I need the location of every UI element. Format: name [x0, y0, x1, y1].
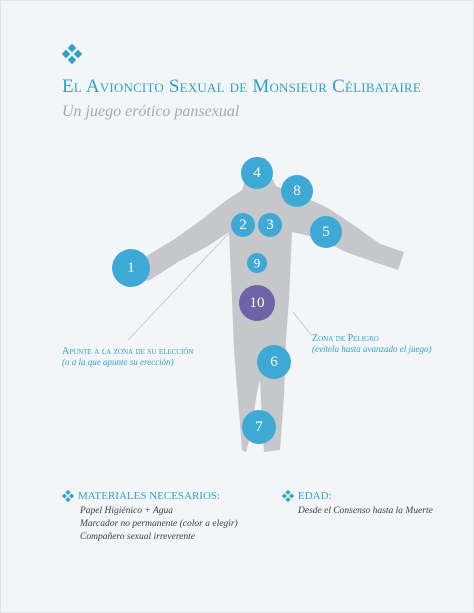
- zone-2-circle: [231, 213, 255, 237]
- zone-9-circle: [247, 253, 267, 273]
- aim-heading: Apunte a la zona de su elección: [62, 346, 194, 357]
- aim-annotation: Apunte a la zona de su elección (o a la …: [62, 346, 194, 368]
- materials-list: Papel Higiénico + Agua Marcador no perma…: [80, 505, 238, 544]
- zone-4-circle: [241, 157, 273, 189]
- diamond-cluster-icon: [62, 44, 82, 64]
- zone-circles: [112, 157, 342, 444]
- danger-annotation: Zona de Peligro (evítela hasta avanzado …: [312, 333, 431, 355]
- zone-3-circle: [258, 213, 282, 237]
- zone-4-number: 4: [253, 165, 261, 181]
- materials-item: Marcador no permanente (color a elegir): [80, 519, 238, 529]
- page-title: El Avioncito Sexual de Monsieur Célibata…: [62, 76, 422, 97]
- diamond-cluster-icon: [282, 490, 294, 502]
- zone-2-number: 2: [239, 217, 247, 233]
- zone-5-number: 5: [322, 224, 330, 240]
- zone-8-circle: [281, 175, 313, 207]
- zone-3-number: 3: [266, 217, 274, 233]
- page-subtitle: Un juego erótico pansexual: [62, 103, 240, 120]
- materials-item: Papel Higiénico + Agua: [80, 506, 174, 516]
- zone-5-circle: [310, 216, 342, 248]
- zone-1-number: 1: [127, 260, 135, 276]
- zone-1-circle: [112, 249, 150, 287]
- age-heading: EDAD:: [282, 490, 332, 502]
- age-heading-label: EDAD:: [298, 490, 332, 502]
- danger-heading: Zona de Peligro: [312, 333, 379, 344]
- zone-6-number: 6: [270, 354, 278, 370]
- zone-6-circle: [257, 345, 291, 379]
- age-list: Desde el Consenso hasta la Muerte: [298, 505, 433, 518]
- aim-pointer-line: [127, 231, 231, 341]
- age-value: Desde el Consenso hasta la Muerte: [298, 506, 433, 516]
- zone-8-number: 8: [293, 183, 301, 199]
- materials-heading: MATERIALES NECESARIOS:: [62, 490, 220, 502]
- danger-pointer-line: [292, 311, 313, 337]
- zone-7-circle: [242, 410, 276, 444]
- zone-7-number: 7: [255, 419, 263, 435]
- aim-note: (o a la que apunte su erección): [62, 357, 174, 367]
- materials-heading-label: MATERIALES NECESARIOS:: [78, 490, 221, 502]
- zone-10-circle: [239, 285, 275, 321]
- materials-item: Compañero sexual irreverente: [80, 532, 196, 542]
- zone-10-number: 10: [250, 295, 265, 311]
- diamond-cluster-icon: [62, 490, 74, 502]
- danger-note: (evítela hasta avanzado el juego): [312, 344, 432, 354]
- zone-9-number: 9: [254, 256, 261, 271]
